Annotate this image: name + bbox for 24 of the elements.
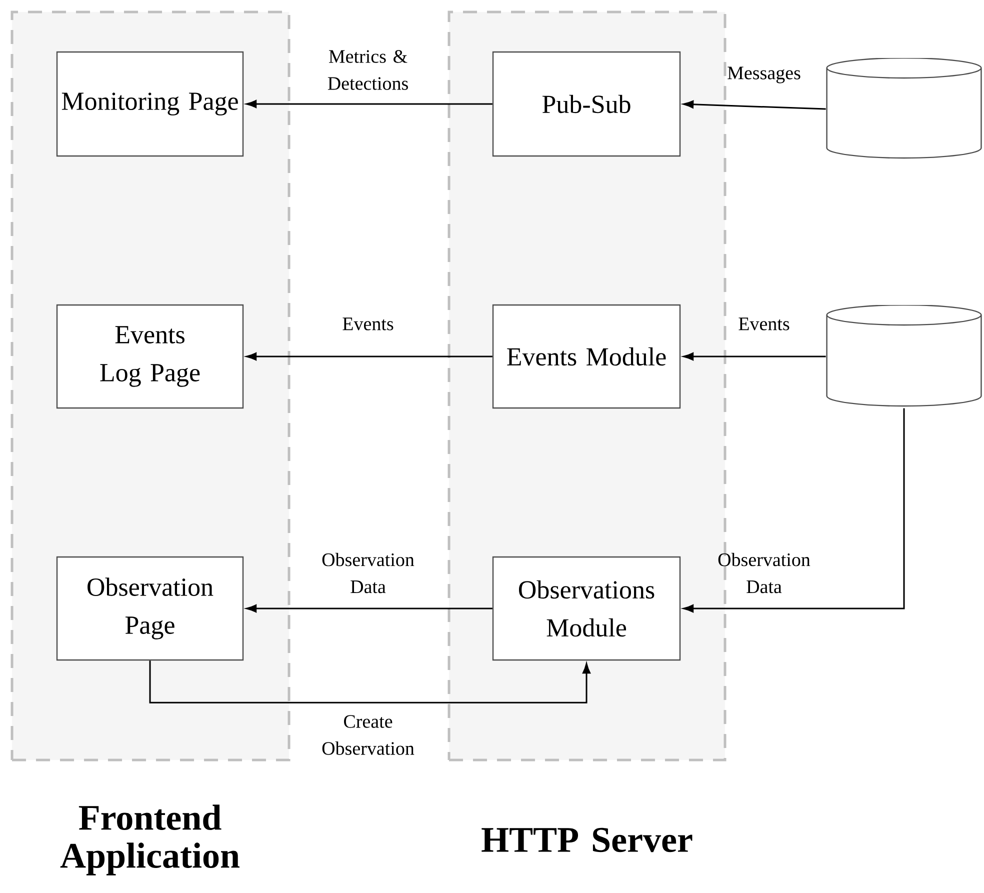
process-box: Observations Module [492,556,681,661]
edge-label: Events [738,318,790,330]
arrow [246,100,492,108]
database-cylinder [826,58,982,159]
arrow [683,352,826,360]
process-box: Events Log Page [56,304,244,409]
edge-label: Messages [728,66,800,84]
process-box: Events Module [492,304,681,409]
process-box: Observation Page [56,556,244,661]
database-cylinder [826,305,982,407]
group-heading: Frontend Application [60,804,240,876]
edge-label: Observation Data [718,552,810,594]
arrow [683,408,905,612]
group-heading: HTTP Server [482,828,692,852]
edge-label: Create Observation [322,715,414,755]
process-box: Pub-Sub [492,51,681,157]
edge-label: Events [342,318,394,330]
edge-label: Metrics & Detections [328,50,408,90]
arrow [246,604,492,612]
arrow [149,660,590,704]
arrow [683,100,826,110]
process-box: Monitoring Page [56,51,244,157]
edge-label: Observation Data [322,552,414,594]
arrow [246,352,492,360]
